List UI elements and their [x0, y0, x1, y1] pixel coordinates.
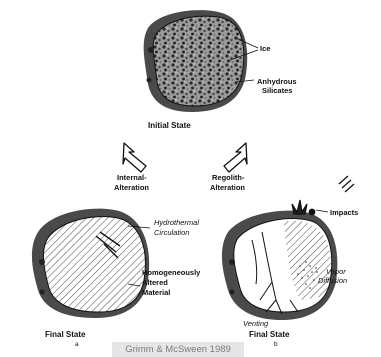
regolith-alteration-label-1: Regolith-: [212, 173, 245, 182]
rim-crater: [230, 290, 235, 295]
final-state-a-caption: Final State: [45, 330, 86, 339]
impacts-label: Impacts: [330, 208, 358, 217]
final-state-a-body: [32, 209, 149, 318]
initial-body-face: [153, 16, 244, 106]
homogeneous-label-2: Altered: [142, 278, 168, 287]
hydrothermal-label-2: Circulation: [154, 228, 189, 237]
initial-state-caption: Initial State: [148, 121, 191, 130]
rim-crater: [40, 290, 45, 295]
hydrothermal-label-1: Hydrothermal: [154, 218, 199, 227]
regolith-alteration-arrow: [224, 143, 247, 172]
homogeneous-label-3: Material: [142, 288, 170, 297]
rim-crater: [148, 47, 154, 53]
internal-alteration-label-1: Internal-: [117, 173, 147, 182]
vapor-label-1: Vapor: [326, 267, 346, 276]
rim-crater: [147, 78, 152, 83]
final-state-b-sublabel: b: [274, 341, 278, 348]
silicates-label: Silicates: [262, 86, 292, 95]
rim-crater: [229, 259, 235, 265]
anhydrous-label: Anhydrous: [257, 77, 297, 86]
internal-alteration-arrow: [123, 143, 146, 172]
rim-crater: [39, 259, 45, 265]
homogeneous-label-1: Homogeneously: [142, 268, 201, 277]
internal-alteration-label-2: Alteration: [114, 183, 149, 192]
initial-state-body: [144, 10, 248, 112]
final-state-a-sublabel: a: [75, 341, 79, 348]
final-state-b-body: [222, 200, 337, 320]
venting-label: Venting: [243, 319, 269, 328]
credit-caption: Grimm & McSween 1989: [112, 342, 244, 357]
impact-splash: [292, 200, 307, 214]
final-state-b-caption: Final State: [249, 330, 290, 339]
regolith-alteration-label-2: Alteration: [210, 183, 245, 192]
vapor-label-2: Diffusion: [318, 276, 347, 285]
ice-label: Ice: [260, 44, 270, 53]
